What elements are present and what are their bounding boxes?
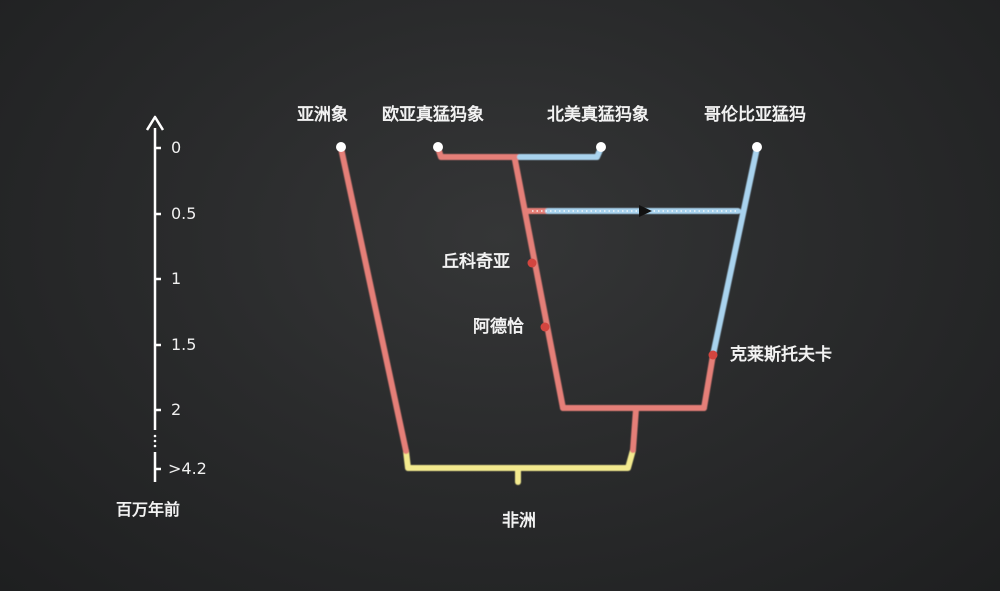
time-axis: [145, 115, 165, 482]
tick-label-1: 1: [171, 269, 182, 288]
tick-label-0: 0: [171, 138, 182, 157]
branch-north-american-woolly: [517, 145, 604, 160]
branch-columbian-early: [701, 352, 716, 411]
axis-unit-label: 百万年前: [116, 500, 181, 519]
tick-label-1-5: 1.5: [171, 335, 197, 354]
axis-break-dots: [153, 434, 157, 448]
tip-north-american-woolly: [596, 142, 606, 152]
tick-label-0-5: 0.5: [171, 204, 197, 223]
label-north-american-woolly: 北美真猛犸象: [547, 105, 649, 125]
tip-columbian: [752, 142, 762, 152]
fossil-markers: [527, 258, 718, 360]
label-chukochya: 丘科奇亚: [442, 252, 510, 272]
branch-columbian-late: [710, 145, 760, 358]
branch-africa-root: [403, 447, 636, 471]
label-eurasian-woolly: 欧亚真猛犸象: [382, 105, 484, 125]
axis-arrow-icon: [145, 115, 165, 131]
label-krestovka: 克莱斯托夫卡: [730, 345, 832, 365]
label-adycha: 阿德恰: [473, 317, 524, 337]
label-asian-elephant: 亚洲象: [297, 105, 348, 125]
tip-eurasian-woolly: [433, 142, 443, 152]
axis-tick-marks: [155, 146, 161, 471]
branch-woolly-lineage: [512, 157, 566, 411]
label-root-africa: 非洲: [502, 511, 536, 531]
branch-mammoth-stem: [630, 406, 639, 453]
tick-label-2: 2: [171, 400, 182, 419]
label-columbian: 哥伦比亚猛犸: [704, 105, 806, 125]
branch-eurasian-woolly: [435, 145, 523, 160]
tip-markers: [336, 142, 762, 152]
marker-krestovka: [708, 350, 718, 360]
marker-adycha: [540, 322, 550, 332]
tip-asian-elephant: [336, 142, 346, 152]
branch-asian-elephant: [338, 145, 409, 454]
tick-label-4-2: >4.2: [168, 459, 207, 478]
gene-flow-arrow-icon: [639, 205, 652, 217]
marker-chukochya: [527, 258, 537, 268]
